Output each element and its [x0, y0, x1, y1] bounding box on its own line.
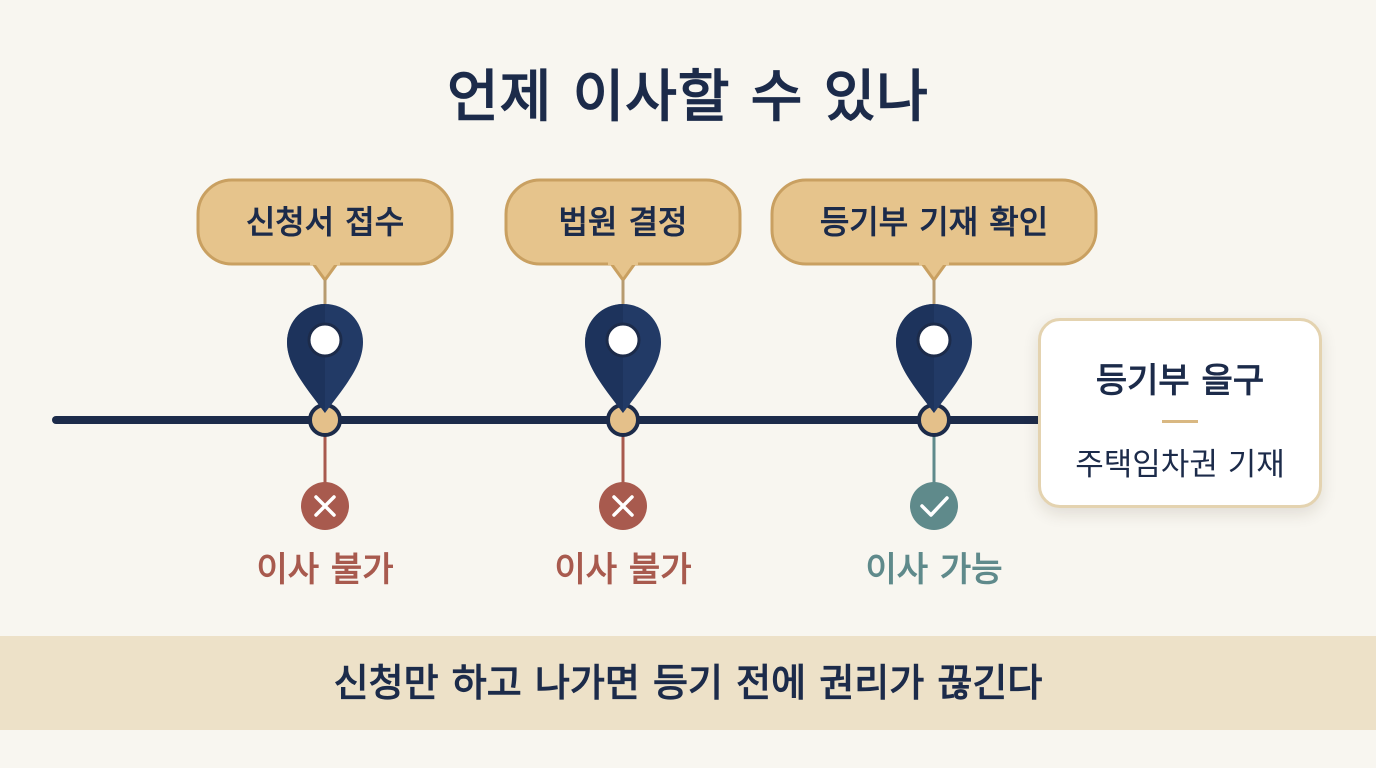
status-label-1: 이사 불가: [256, 550, 394, 590]
registry-card: 등기부 을구 주택임차권 기재: [1038, 318, 1322, 508]
summary-banner: 신청만 하고 나가면 등기 전에 권리가 끊긴다: [0, 636, 1376, 730]
timeline-step-2: [504, 178, 742, 530]
step-label-2: 법원 결정: [558, 203, 688, 241]
timeline-step-3: [770, 178, 1098, 530]
card-subtitle: 주택임차권 기재: [1075, 447, 1285, 483]
location-pin-icon: [585, 304, 661, 413]
card-divider: [1162, 420, 1198, 423]
status-label-2: 이사 불가: [554, 550, 692, 590]
x-icon: [599, 482, 647, 530]
x-icon: [301, 482, 349, 530]
location-pin-icon: [896, 304, 972, 413]
page-title: 언제 이사할 수 있나: [447, 65, 929, 130]
step-label-1: 신청서 접수: [245, 203, 405, 241]
timeline-step-1: [196, 178, 454, 530]
step-label-3: 등기부 기재 확인: [819, 203, 1049, 241]
card-title: 등기부 을구: [1095, 361, 1265, 401]
check-icon: [910, 482, 958, 530]
status-label-3: 이사 가능: [865, 550, 1003, 590]
location-pin-icon: [287, 303, 363, 413]
